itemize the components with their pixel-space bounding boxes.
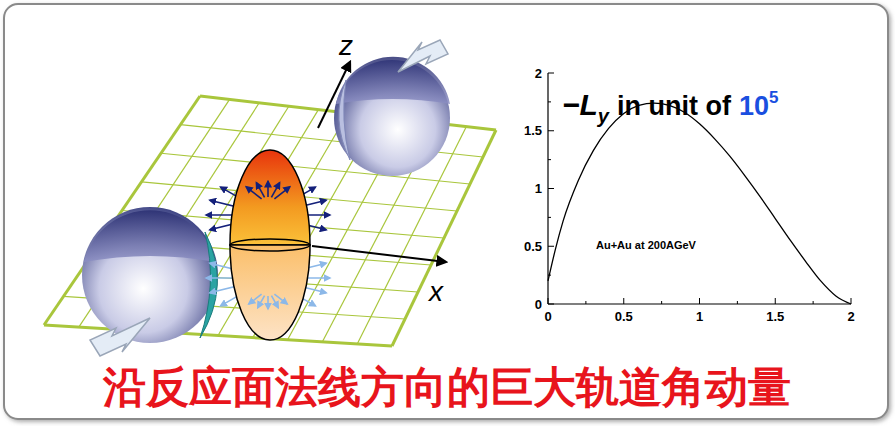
tick-label: 1	[535, 182, 542, 195]
axis-label: x	[429, 278, 443, 306]
x-axis	[312, 246, 446, 262]
motion-arrow	[90, 318, 150, 356]
tick-label: 1	[696, 310, 703, 323]
left-nucleus	[82, 207, 218, 343]
angular-momentum-chart	[548, 73, 851, 304]
curve	[548, 103, 851, 304]
axis-label: z	[339, 32, 353, 60]
tick-label: 2	[535, 67, 542, 80]
chart-title-part: 5	[769, 89, 778, 106]
flow-arrows	[246, 181, 290, 309]
frame	[4, 4, 888, 419]
chart-title-part: y	[598, 106, 609, 126]
motion-arrow	[398, 40, 448, 72]
tick-label: 0	[535, 298, 542, 311]
tick-label: 1.5	[524, 124, 542, 137]
tick-label: 0.5	[524, 240, 542, 253]
fireball-ellipsoid	[230, 150, 310, 340]
chart-note: Au+Au at 200AGeV	[596, 240, 696, 251]
chart-title: −Lyin unit of105	[562, 90, 778, 120]
caption: 沿反应面法线方向的巨大轨道角动量	[103, 366, 791, 409]
chart-title-part: in unit of	[617, 93, 731, 120]
z-axis	[318, 62, 350, 128]
tick-label: 0.5	[615, 310, 633, 323]
right-nucleus	[334, 57, 450, 176]
chart-title-part: −L	[562, 90, 598, 120]
chart-title-part: 10	[739, 93, 769, 120]
tick-label: 2	[847, 310, 854, 323]
tick-label: 1.5	[766, 310, 784, 323]
tick-label: 0	[544, 310, 551, 323]
